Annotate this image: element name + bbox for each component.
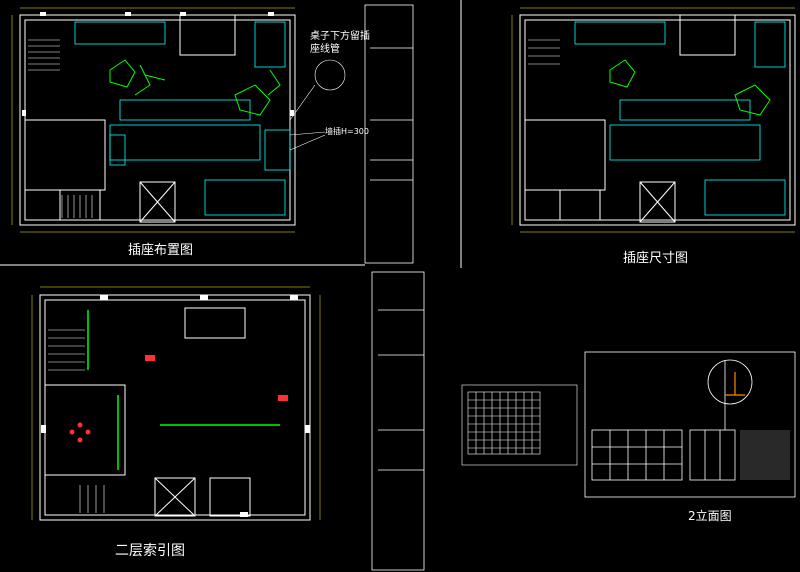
stairs-2 xyxy=(528,39,560,65)
callout-lines-1 xyxy=(289,59,346,151)
orange-accent xyxy=(725,372,745,396)
plants-1 xyxy=(109,59,281,116)
panel-frames xyxy=(0,0,462,268)
stairs-3 xyxy=(48,329,105,513)
sheet-title-socket-dimension: 插座尺寸图 xyxy=(623,251,689,266)
elevation-drawing xyxy=(584,351,796,498)
plants-2 xyxy=(609,59,771,116)
furniture-2 xyxy=(574,21,786,216)
floor-plan-second-floor xyxy=(39,294,311,521)
dim-lines-3 xyxy=(31,286,321,520)
floor-plan-socket-layout xyxy=(19,14,296,226)
partitions-3 xyxy=(87,310,280,470)
callout-under-desk-note: 桌子下方留插座线管 xyxy=(310,31,370,55)
socket-markers-3 xyxy=(41,295,310,517)
ceiling-grid-detail xyxy=(461,384,578,466)
title-block-3 xyxy=(371,271,425,571)
dim-lines-1 xyxy=(11,7,295,233)
sheet-title-second-floor-index: 二层索引图 xyxy=(115,543,185,559)
callout-wall-socket-note: 墙插H=300 xyxy=(325,127,369,136)
sheet-title-elevation-2: 2立面图 xyxy=(688,509,732,523)
dim-lines-2 xyxy=(511,7,795,233)
floor-plan-socket-dimension xyxy=(519,14,796,226)
stairs-1 xyxy=(28,39,93,218)
index-markers-3 xyxy=(69,355,288,443)
sheet-title-socket-layout: 插座布置图 xyxy=(128,243,194,258)
speckle-panel xyxy=(740,430,790,480)
title-block-1 xyxy=(364,4,414,264)
socket-markers-1 xyxy=(22,12,294,116)
furniture-1 xyxy=(74,21,291,216)
